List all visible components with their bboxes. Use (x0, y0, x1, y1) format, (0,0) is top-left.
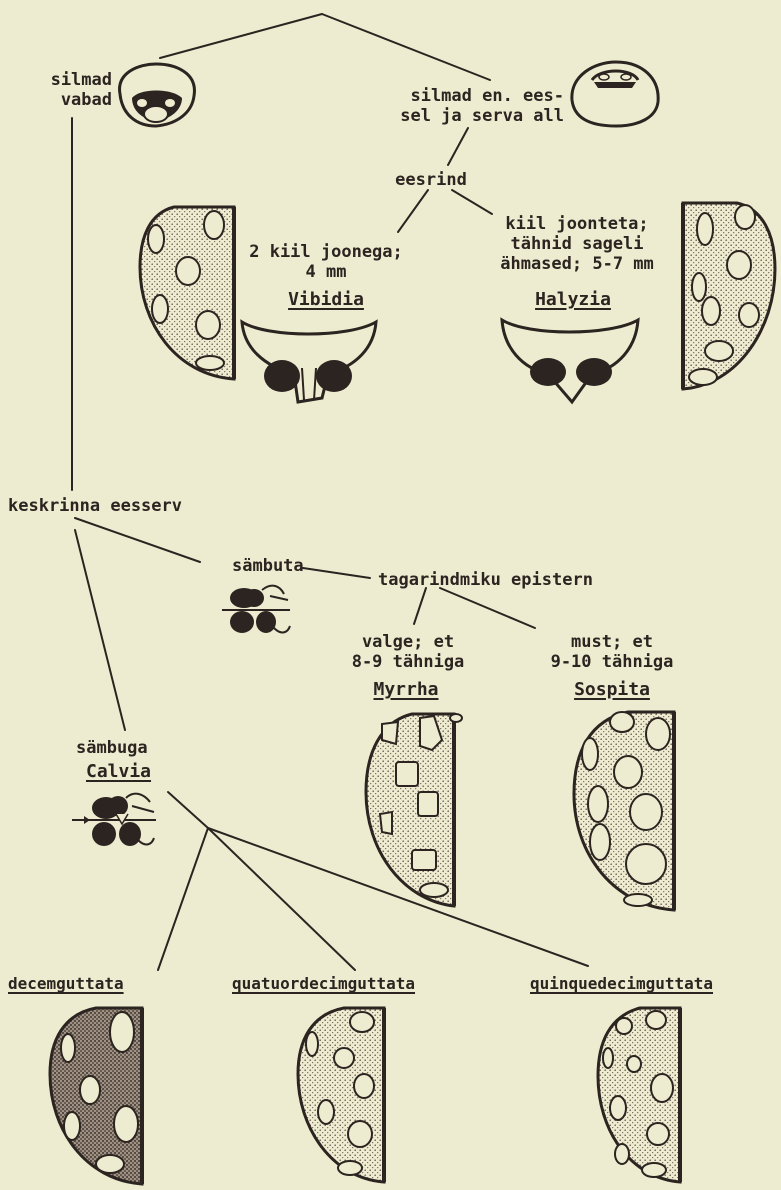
label-pronotum: eesrind (376, 170, 486, 190)
label-eyes-free: silmad vabad (14, 70, 112, 110)
species-decemguttata: decemguttata (8, 974, 124, 994)
label-no-lines-line1: kiil joonteta; (470, 214, 684, 234)
label-mesosternum: keskrinna eesserv (8, 496, 182, 516)
elytron-quinquedecimguttata-figure (594, 1004, 690, 1186)
species-quatuordecimguttata: quatuordecimguttata (232, 974, 415, 994)
elytron-decemguttata-figure (46, 1004, 152, 1188)
genus-myrrha: Myrrha (346, 680, 466, 700)
head-eyes-free-figure (110, 62, 202, 134)
elytron-myrrha-figure (362, 710, 466, 910)
prosternum-vibidia-figure (238, 318, 380, 408)
label-black-line2: 9-10 tähniga (524, 652, 700, 672)
label-notched: sämbuga (76, 738, 148, 758)
elytron-vibidia-figure (136, 203, 240, 383)
label-white-line2: 8-9 tähniga (328, 652, 488, 672)
label-white-line1: valge; et (328, 632, 488, 652)
label-eyes-under-line1: silmad en. ees- (350, 86, 564, 106)
head-eyes-under-pronotum-figure (566, 58, 662, 130)
label-no-lines-line3: ähmased; 5-7 mm (470, 254, 684, 274)
label-eyes-under-pronotum: silmad en. ees- sel ja serva all (350, 86, 564, 126)
mesosternum-notched-figure (70, 790, 160, 852)
label-notchless: sämbuta (232, 556, 304, 576)
species-quinquedecimguttata: quinquedecimguttata (530, 974, 713, 994)
genus-halyzia: Halyzia (510, 290, 636, 310)
label-white-epistern: valge; et 8-9 tähniga (328, 632, 488, 672)
elytron-halyzia-figure (675, 199, 779, 393)
label-epistern: tagarindmiku epistern (378, 570, 593, 590)
genus-vibidia: Vibidia (270, 290, 382, 310)
label-eyes-free-line2: vabad (14, 90, 112, 110)
genus-calvia: Calvia (86, 762, 151, 782)
elytron-quatuordecimguttata-figure (294, 1004, 394, 1186)
label-black-line1: must; et (524, 632, 700, 652)
genus-sospita: Sospita (552, 680, 672, 700)
elytron-sospita-figure (570, 708, 682, 914)
label-no-lines: kiil joonteta; tähnid sageli ähmased; 5-… (470, 214, 684, 274)
label-eyes-under-line2: sel ja serva all (350, 106, 564, 126)
prosternum-halyzia-figure (498, 314, 642, 406)
mesosternum-notchless-figure (218, 582, 294, 640)
label-no-lines-line2: tähnid sageli (470, 234, 684, 254)
label-black-epistern: must; et 9-10 tähniga (524, 632, 700, 672)
label-two-lines: 2 kiil joonega; 4 mm (228, 242, 424, 282)
label-two-lines-line1: 2 kiil joonega; (228, 242, 424, 262)
label-eyes-free-line1: silmad (14, 70, 112, 90)
label-two-lines-line2: 4 mm (228, 262, 424, 282)
